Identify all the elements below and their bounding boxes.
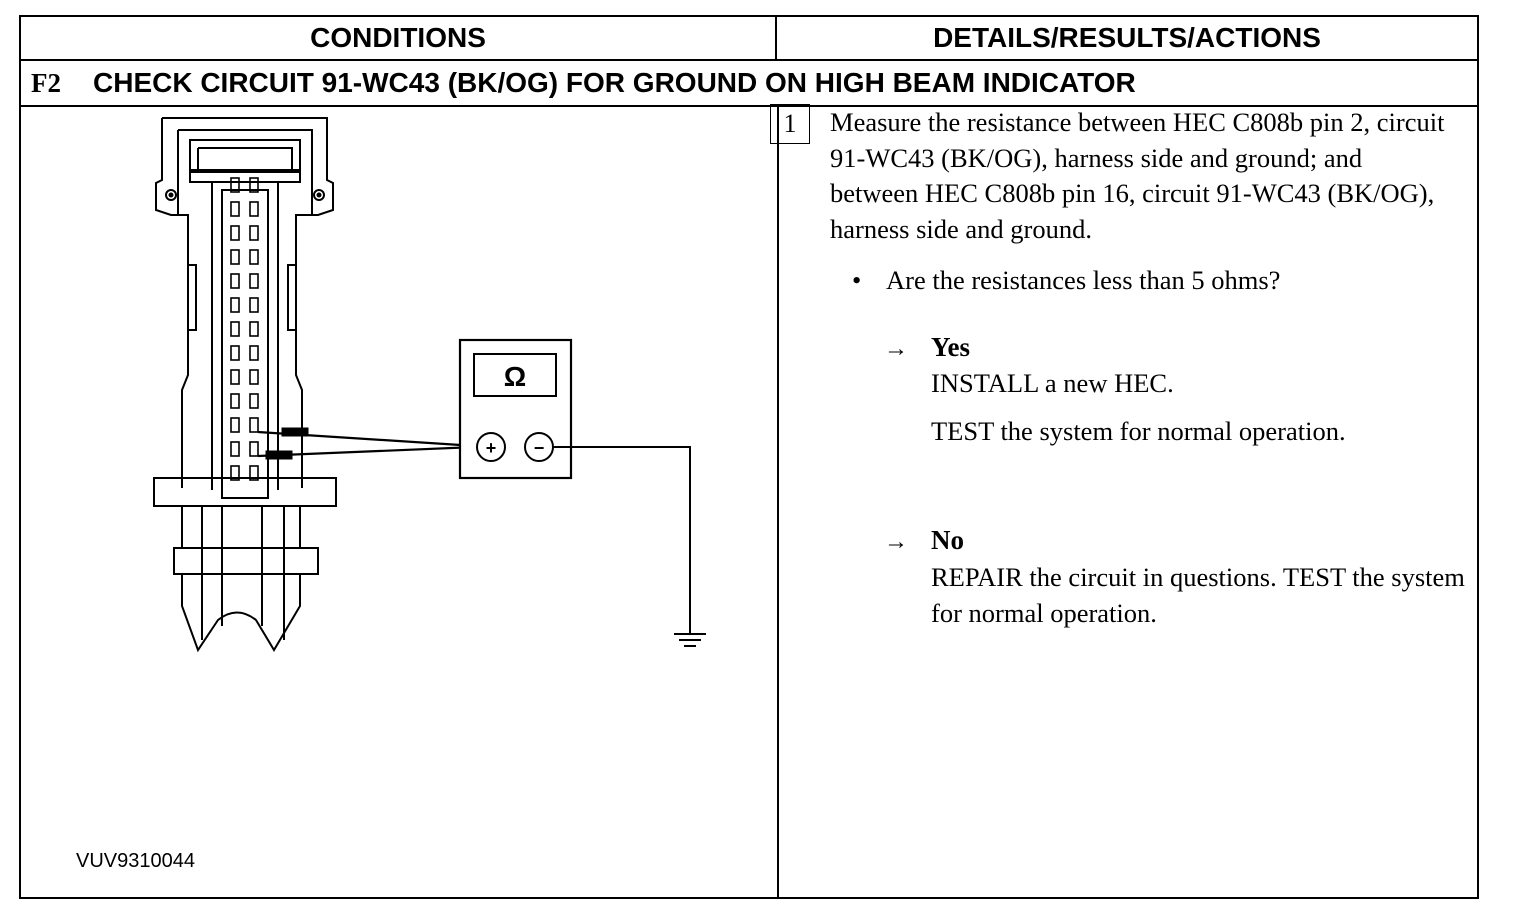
conditions-header: CONDITIONS bbox=[21, 17, 777, 59]
table-header-row: CONDITIONS DETAILS/RESULTS/ACTIONS bbox=[21, 17, 1477, 61]
question-text: Are the resistances less than 5 ohms? bbox=[886, 265, 1281, 295]
no-label: No bbox=[931, 525, 964, 555]
question: • Are the resistances less than 5 ohms? bbox=[852, 265, 1280, 296]
ohm-symbol: Ω bbox=[504, 361, 526, 392]
yes-arrow-icon: → bbox=[884, 336, 908, 362]
ohmmeter-icon: Ω + − bbox=[458, 338, 573, 480]
no-arrow-icon: → bbox=[884, 529, 908, 555]
step-number-box: 1 bbox=[770, 104, 810, 144]
connector-icon bbox=[153, 117, 337, 653]
probe-leads bbox=[257, 427, 477, 460]
plus-terminal-label: + bbox=[486, 438, 497, 458]
bullet: • bbox=[852, 265, 862, 295]
minus-terminal-label: − bbox=[534, 438, 545, 458]
step-id: F2 bbox=[31, 68, 61, 98]
figure-id: VUV9310044 bbox=[76, 850, 195, 872]
no-action: REPAIR the circuit in questions. TEST th… bbox=[931, 562, 1465, 628]
diagnostic-table: CONDITIONS DETAILS/RESULTS/ACTIONS F2 CH… bbox=[19, 15, 1479, 899]
connector-pins bbox=[230, 177, 259, 481]
column-divider bbox=[777, 107, 779, 897]
yes-action-test: TEST the system for normal operation. bbox=[931, 416, 1346, 446]
yes-action-install: INSTALL a new HEC. bbox=[931, 368, 1174, 398]
ground-symbol-icon bbox=[553, 446, 706, 647]
step-title: CHECK CIRCUIT 91-WC43 (BK/OG) FOR GROUND… bbox=[93, 67, 1136, 98]
step-title-row: F2 CHECK CIRCUIT 91-WC43 (BK/OG) FOR GRO… bbox=[21, 61, 1477, 107]
details-header: DETAILS/RESULTS/ACTIONS bbox=[933, 22, 1321, 53]
instruction-text: Measure the resistance between HEC C808b… bbox=[830, 107, 1445, 244]
yes-label: Yes bbox=[931, 332, 970, 362]
